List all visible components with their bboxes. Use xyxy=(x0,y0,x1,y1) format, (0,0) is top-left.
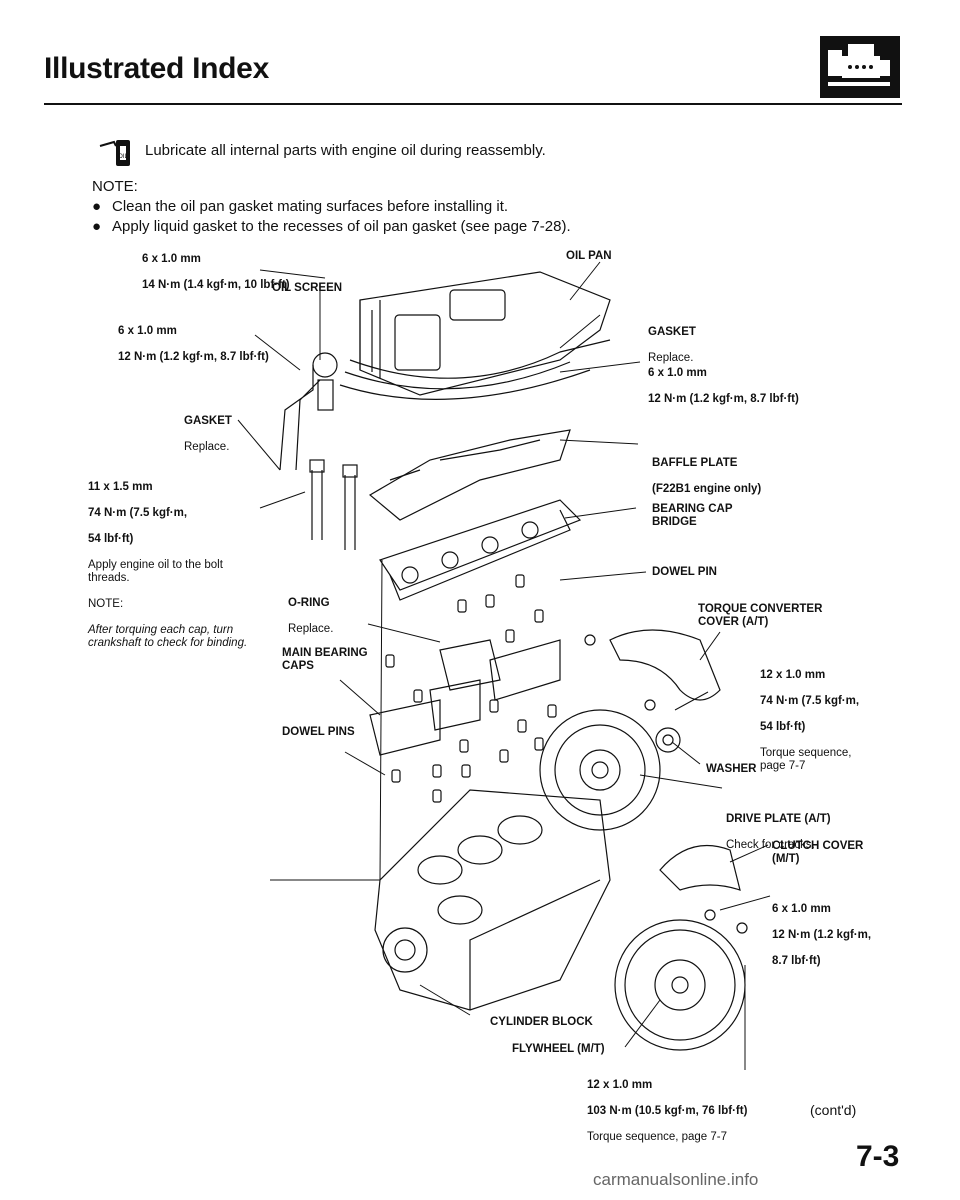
dowel-pins-illustration xyxy=(385,574,557,803)
label-o-ring: O-RING Replace. xyxy=(288,597,334,635)
label-torque-converter-cover: TORQUE CONVERTER COVER (A/T) xyxy=(698,603,823,628)
note-text: Clean the oil pan gasket mating surfaces… xyxy=(112,198,509,215)
label-gasket-oil-screen: GASKET Replace. xyxy=(184,415,232,453)
label-bearing-cap-bridge: BEARING CAP BRIDGE xyxy=(652,503,733,528)
label-gasket-oil-pan: GASKET Replace. xyxy=(648,326,696,364)
label-cylinder-block: CYLINDER BLOCK xyxy=(490,1016,593,1028)
label-washer: WASHER xyxy=(706,763,757,775)
label-oil-pan: OIL PAN xyxy=(566,250,612,262)
label-baffle-plate: BAFFLE PLATE (F22B1 engine only) xyxy=(652,457,762,495)
svg-text:OIL: OIL xyxy=(118,154,128,160)
label-dowel-pins: DOWEL PINS xyxy=(282,726,355,738)
label-bolt-oil-pan: 6 x 1.0 mm 14 N·m (1.4 kgf·m, 10 lbf·ft) xyxy=(142,253,290,291)
label-bolt-oil-screen: 6 x 1.0 mm 12 N·m (1.2 kgf·m, 8.7 lbf·ft… xyxy=(118,325,269,363)
header-rule xyxy=(44,103,902,105)
torque-converter-cover-illustration xyxy=(584,629,721,701)
main-bearing-caps-illustration xyxy=(369,639,561,756)
main-bolts-illustration xyxy=(309,459,358,550)
bearing-cap-bridge-illustration xyxy=(379,499,582,601)
lubricate-note: Lubricate all internal parts with engine… xyxy=(145,142,546,159)
label-flywheel: FLYWHEEL (M/T) xyxy=(512,1043,605,1055)
label-bolt-main: 11 x 1.5 mm 74 N·m (7.5 kgf·m, 54 lbf·ft… xyxy=(88,481,248,649)
note-item: ●Clean the oil pan gasket mating surface… xyxy=(92,198,509,215)
flywheel-illustration xyxy=(614,919,746,1051)
continued-note: (cont'd) xyxy=(810,1102,857,1118)
drive-plate-illustration xyxy=(539,699,681,831)
label-bolt-baffle: 6 x 1.0 mm 12 N·m (1.2 kgf·m, 8.7 lbf·ft… xyxy=(648,367,799,405)
page-title: Illustrated Index xyxy=(44,52,269,85)
label-bolt-clutch: 6 x 1.0 mm 12 N·m (1.2 kgf·m, 8.7 lbf·ft… xyxy=(772,903,872,967)
label-drive-plate: DRIVE PLATE (A/T) Check for cracks. xyxy=(726,813,831,851)
label-main-bearing-caps: MAIN BEARING CAPS xyxy=(282,647,368,672)
note-text: Apply liquid gasket to the recesses of o… xyxy=(112,218,571,235)
label-bolt-drive-plate: 12 x 1.0 mm 74 N·m (7.5 kgf·m, 54 lbf·ft… xyxy=(760,669,860,772)
engine-block-icon xyxy=(820,36,900,98)
note-label: NOTE: xyxy=(92,178,138,195)
page-number: 7-3 xyxy=(856,1140,900,1173)
cylinder-block-illustration xyxy=(374,789,611,1011)
oil-pan-illustration xyxy=(339,271,611,401)
oil-screen-illustration xyxy=(279,352,338,471)
label-dowel-pin: DOWEL PIN xyxy=(652,566,717,578)
label-oil-screen: OIL SCREEN xyxy=(272,282,343,294)
note-item: ●Apply liquid gasket to the recesses of … xyxy=(92,218,571,235)
watermark: carmanualsonline.info xyxy=(593,1170,759,1189)
oil-can-icon: OIL xyxy=(99,140,130,166)
label-bolt-flywheel: 12 x 1.0 mm 103 N·m (10.5 kgf·m, 76 lbf·… xyxy=(587,1079,748,1143)
baffle-plate-illustration xyxy=(368,429,571,521)
label-clutch-cover: CLUTCH COVER (M/T) xyxy=(772,840,864,865)
clutch-cover-illustration xyxy=(659,844,748,934)
